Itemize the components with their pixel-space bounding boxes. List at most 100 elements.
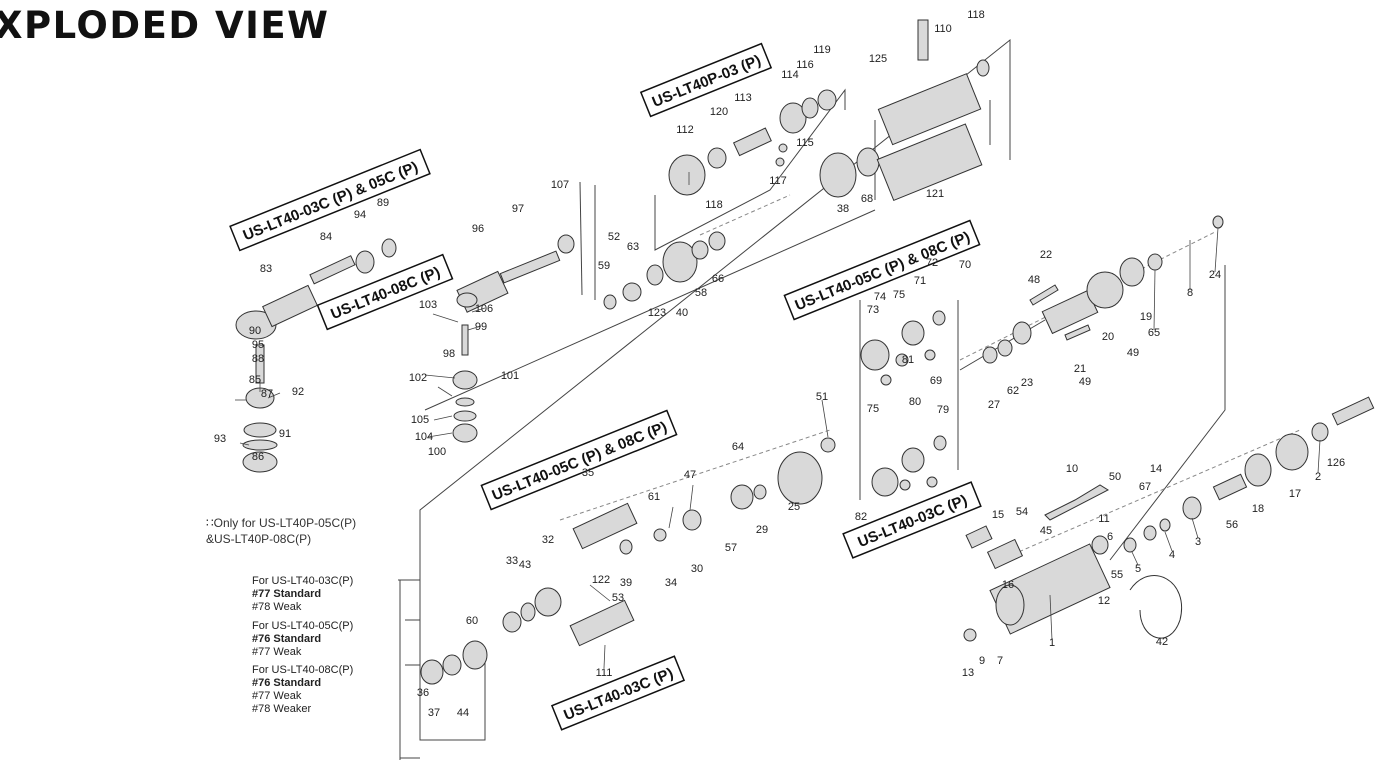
spring-note-model: For US-LT40-03C(P) [252, 575, 354, 587]
svg-text:US-LT40-05C (P) & 08C (P): US-LT40-05C (P) & 08C (P) [490, 418, 670, 504]
part-number-label: 88 [252, 353, 264, 365]
part-number-label: 74 [874, 291, 886, 303]
part-number-label: 110 [934, 23, 952, 35]
part-number-label: 84 [320, 231, 332, 243]
part-number-label: 118 [967, 9, 985, 21]
part-number-label: 117 [769, 175, 787, 187]
model-tag: US-LT40-05C (P) & 08C (P) [783, 219, 981, 321]
part-number-label: 12 [1098, 595, 1110, 607]
part-number-label: 21 [1074, 363, 1086, 375]
part-number-label: 40 [676, 307, 688, 319]
part-number-label: 104 [415, 431, 433, 443]
part-number-label: 25 [788, 501, 800, 513]
part-number-label: 8 [1187, 287, 1193, 299]
part-number-label: 113 [734, 92, 752, 104]
part-number-label: 60 [466, 615, 478, 627]
part-number-label: 49 [1079, 376, 1091, 388]
part-number-label: 20 [1102, 331, 1114, 343]
part-number-label: 18 [1252, 503, 1264, 515]
part-number-label: 115 [796, 137, 814, 149]
part-number-label: 89 [377, 197, 389, 209]
part-number-label: 118 [705, 199, 723, 211]
part-number-label: 75 [893, 289, 905, 301]
part-number-label: 30 [691, 563, 703, 575]
footnote-line-1: ∷Only for US-LT40P-05C(P) [206, 516, 357, 530]
spring-note-weak: #77 Weak [252, 690, 302, 702]
part-number-label: 2 [1315, 471, 1321, 483]
part-number-label: 80 [909, 396, 921, 408]
part-number-label: 120 [710, 106, 728, 118]
part-number-label: 61 [648, 491, 660, 503]
part-number-label: 58 [695, 287, 707, 299]
spring-note-model: For US-LT40-05C(P) [252, 620, 354, 632]
part-number-label: 70 [959, 259, 971, 271]
footnote: ∷Only for US-LT40P-05C(P) &US-LT40P-08C(… [206, 515, 356, 547]
part-number-label: 122 [592, 574, 610, 586]
part-number-label: 105 [411, 414, 429, 426]
part-number-label: 36 [417, 687, 429, 699]
part-number-label: 94 [354, 209, 366, 221]
footnote-line-2: &US-LT40P-08C(P) [206, 532, 312, 546]
spring-note-05c: For US-LT40-05C(P) #76 Standard #77 Weak [252, 620, 353, 659]
part-number-label: 82 [855, 511, 867, 523]
part-number-label: 101 [501, 370, 519, 382]
part-number-label: 96 [472, 223, 484, 235]
part-number-label: 5 [1135, 563, 1141, 575]
part-number-label: 10 [1066, 463, 1078, 475]
part-number-label: 19 [1140, 311, 1152, 323]
part-number-label: 32 [542, 534, 554, 546]
part-number-label: 86 [252, 451, 264, 463]
part-number-label: 22 [1040, 249, 1052, 261]
part-number-label: 100 [428, 446, 446, 458]
part-number-label: 4 [1169, 549, 1175, 561]
part-number-label: 45 [1040, 525, 1052, 537]
part-number-label: 79 [937, 404, 949, 416]
part-number-label: 23 [1021, 377, 1033, 389]
spring-note-weak: #78 Weak [252, 601, 302, 613]
part-number-label: 65 [1148, 327, 1160, 339]
part-number-label: 125 [869, 53, 887, 65]
part-number-label: 111 [596, 667, 613, 679]
part-number-label: 126 [1327, 457, 1345, 469]
part-number-label: 3 [1195, 536, 1201, 548]
part-number-label: 69 [930, 375, 942, 387]
part-number-label: 17 [1289, 488, 1301, 500]
grouping-lines [398, 38, 1301, 760]
part-number-label: 56 [1226, 519, 1238, 531]
part-number-label: 66 [712, 273, 724, 285]
spring-note-standard: #77 Standard [252, 588, 322, 600]
part-number-label: 50 [1109, 471, 1121, 483]
leader-lines [235, 172, 1321, 669]
spring-note-weaker: #78 Weaker [252, 703, 312, 715]
part-number-label: 119 [813, 44, 831, 56]
part-number-label: 107 [551, 179, 569, 191]
part-number-label: 9 [979, 655, 985, 667]
part-number-label: 49 [1127, 347, 1139, 359]
part-numbers-layer: 1234567891011121314151617181920212223242… [214, 9, 1345, 719]
part-number-label: 13 [962, 667, 974, 679]
part-number-label: 54 [1016, 506, 1028, 518]
part-number-label: 27 [988, 399, 1000, 411]
part-number-label: 90 [249, 325, 261, 337]
part-number-label: 53 [612, 592, 624, 604]
part-number-label: 102 [409, 372, 427, 384]
part-number-label: 64 [732, 441, 744, 453]
part-number-label: 63 [627, 241, 639, 253]
part-number-label: 99 [475, 321, 487, 333]
part-number-label: 6 [1107, 531, 1113, 543]
part-number-label: 92 [292, 386, 304, 398]
part-number-label: 34 [665, 577, 677, 589]
part-number-label: 97 [512, 203, 524, 215]
part-number-label: 16 [1002, 579, 1014, 591]
part-number-label: 7 [997, 655, 1003, 667]
part-number-label: 81 [902, 354, 914, 366]
part-number-label: 67 [1139, 481, 1151, 493]
page-title: XPLODED VIEW [0, 4, 330, 47]
part-number-label: 62 [1007, 385, 1019, 397]
part-number-label: 114 [781, 69, 799, 81]
part-number-label: 68 [861, 193, 873, 205]
spring-note-08c: For US-LT40-08C(P) #76 Standard #77 Weak… [252, 664, 353, 716]
part-number-label: 43 [519, 559, 531, 571]
spring-note-weak: #77 Weak [252, 646, 302, 658]
